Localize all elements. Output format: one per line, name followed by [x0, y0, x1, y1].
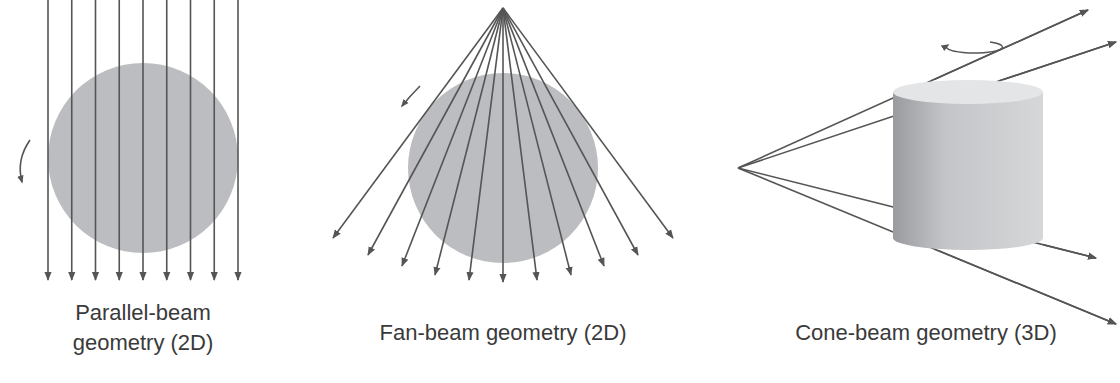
ray [469, 8, 503, 280]
ray [503, 8, 537, 280]
rotation-arrow [946, 42, 1002, 53]
ray [503, 8, 673, 238]
caption: Parallel-beam geometry (2D) [56, 298, 231, 358]
ray [502, 8, 504, 282]
ray [435, 8, 503, 275]
parallel-rays [48, 0, 238, 280]
ray [738, 168, 1116, 324]
ray [503, 8, 571, 275]
ray [190, 0, 192, 280]
ray [213, 0, 215, 280]
ray [47, 0, 49, 280]
ray [503, 8, 638, 255]
rotation-arrow [402, 86, 420, 106]
ray [95, 0, 97, 280]
ray [402, 8, 503, 266]
caption: Fan-beam geometry (2D) [380, 318, 627, 348]
caption: Cone-beam geometry (3D) [795, 318, 1057, 348]
ray [166, 0, 168, 280]
ray [738, 10, 1088, 168]
ray [237, 0, 239, 280]
ray [738, 42, 1116, 168]
fan-rays [333, 8, 673, 282]
ray [503, 8, 604, 266]
object-cylinder [893, 80, 1043, 250]
rotation-arrow [20, 140, 30, 182]
ray [142, 0, 144, 280]
ray [118, 0, 120, 280]
cone-rays [738, 10, 1116, 324]
ray [71, 0, 73, 280]
cone-rays [738, 10, 1116, 324]
ray [738, 168, 1096, 258]
ray [368, 8, 503, 255]
ray [333, 8, 503, 238]
